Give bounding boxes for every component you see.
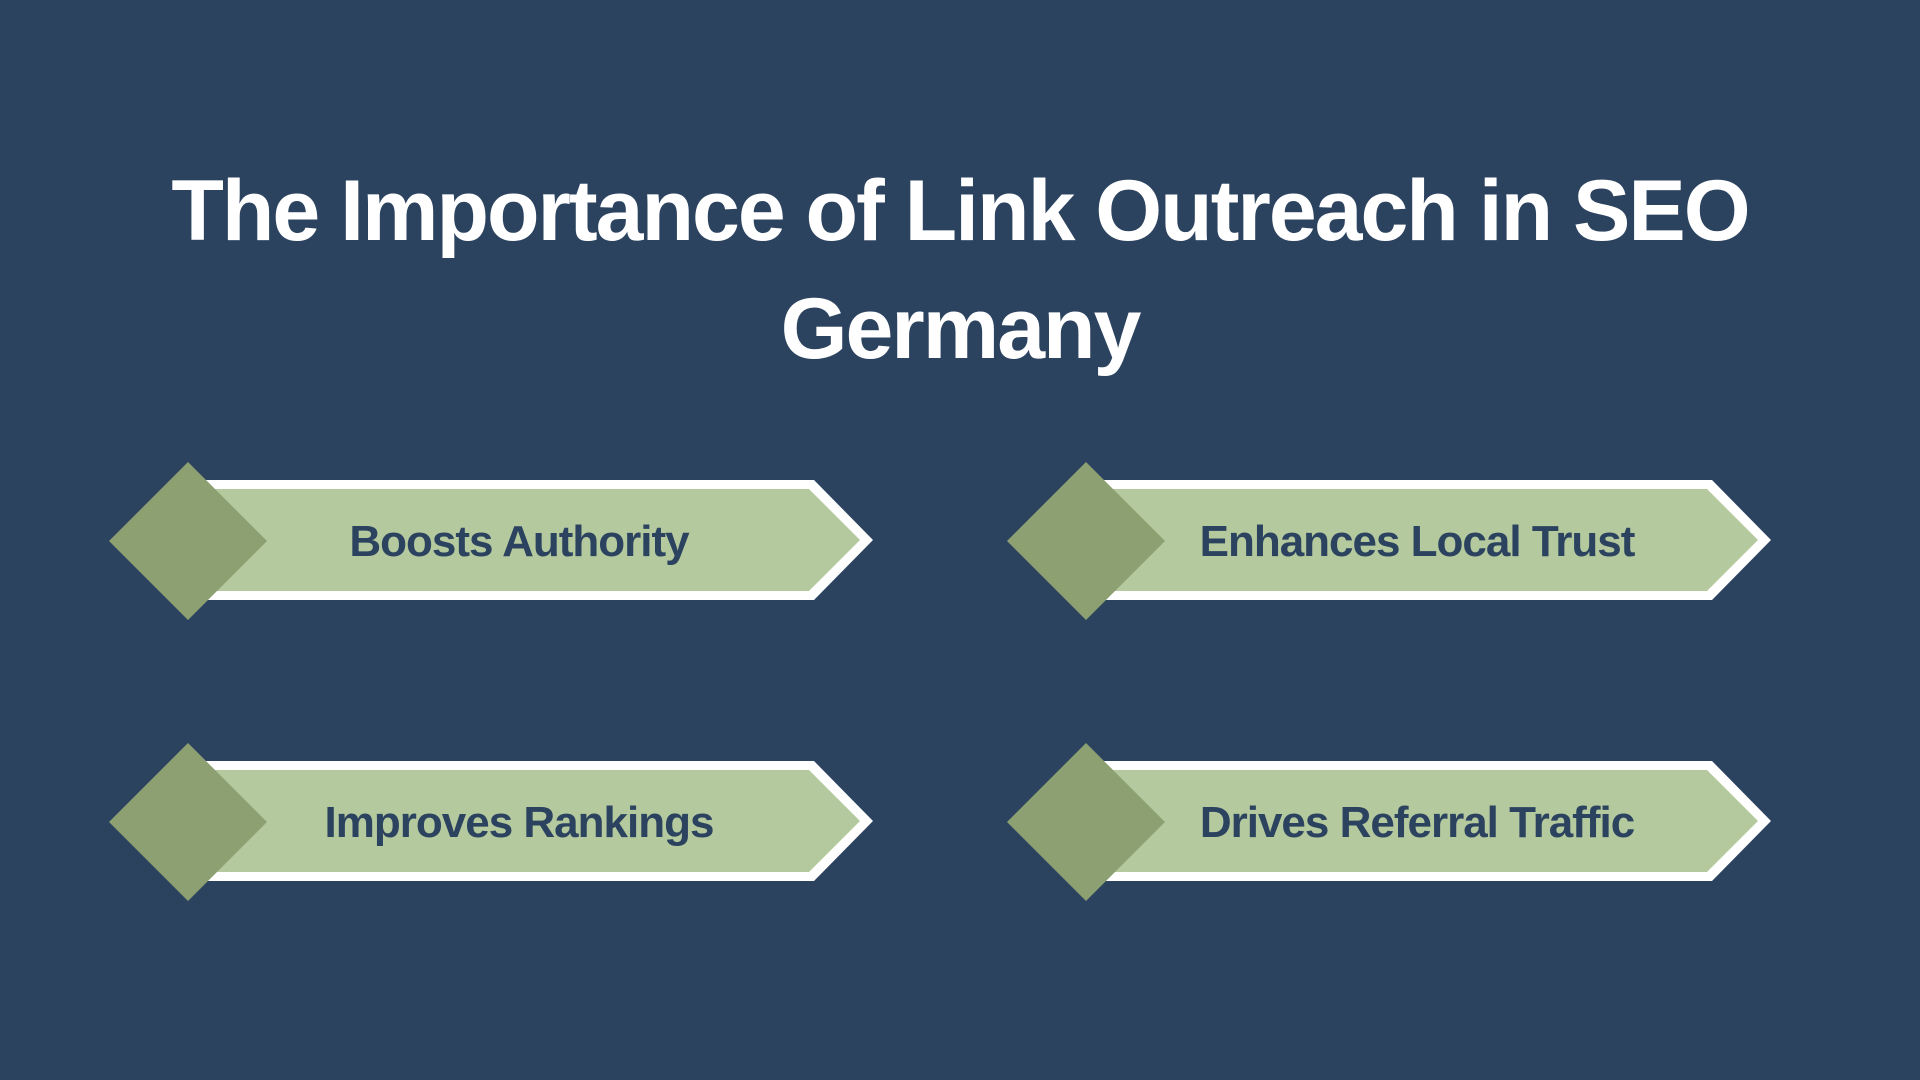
item-label: Drives Referral Traffic: [1199, 798, 1635, 847]
item-label: Enhances Local Trust: [1199, 517, 1636, 566]
arrow-banner-shape: [109, 743, 873, 901]
item-label: Improves Rankings: [324, 798, 715, 847]
page-title-line2: Germany: [780, 281, 1142, 377]
arrow-banner-shape: [109, 462, 873, 620]
arrow-banner-shape: [1007, 743, 1771, 901]
diamond-icon: [109, 462, 267, 620]
diamond-icon: [109, 743, 267, 901]
diamond-icon: [1007, 743, 1165, 901]
item-label: Boosts Authority: [349, 517, 689, 566]
arrow-banner-shape: [1007, 462, 1771, 620]
item-improves-rankings: Improves Rankings: [109, 743, 879, 903]
item-enhances-local-trust: Enhances Local Trust: [1007, 462, 1777, 622]
item-boosts-authority: Boosts Authority: [109, 462, 879, 622]
item-drives-referral-traffic: Drives Referral Traffic: [1007, 743, 1777, 903]
page-title: The Importance of Link Outreach in SEO: [171, 163, 1750, 259]
diamond-icon: [1007, 462, 1165, 620]
